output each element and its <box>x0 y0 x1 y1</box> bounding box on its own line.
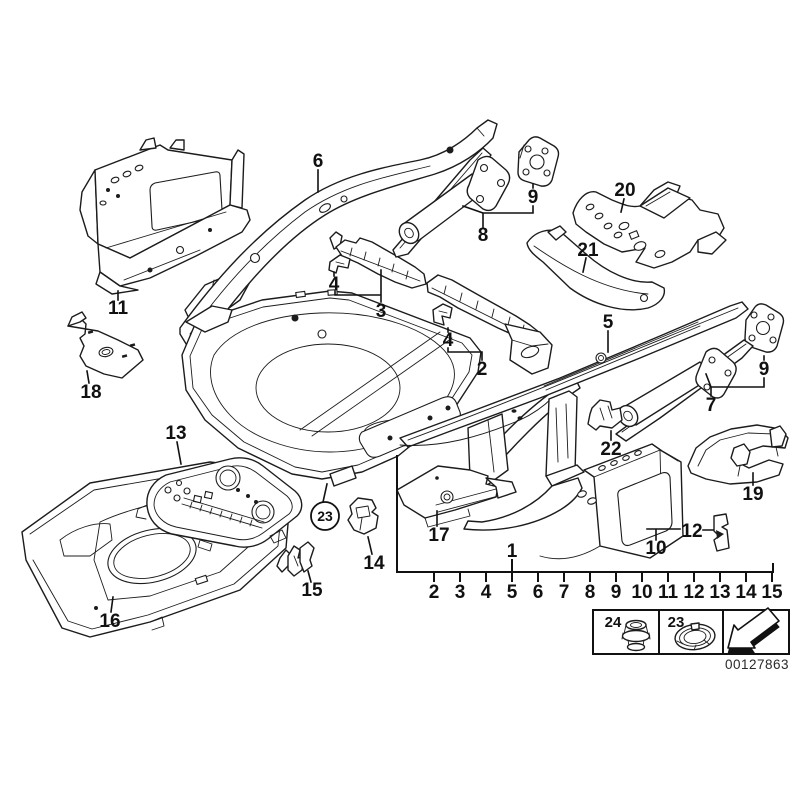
part-11-drawing <box>79 137 251 295</box>
strip-label-11: 11 <box>658 582 679 603</box>
grommet-icon <box>674 622 716 651</box>
part-9a-drawing <box>517 136 560 187</box>
strip-label-6: 6 <box>533 582 544 603</box>
strip-label-5: 5 <box>507 582 518 603</box>
strip-label-3: 3 <box>455 582 466 603</box>
strip-label-9: 9 <box>611 582 622 603</box>
part-9b-drawing <box>744 303 785 353</box>
part-15-drawing <box>276 541 315 577</box>
doc-number: 00127863 <box>725 657 789 672</box>
callout-23-circled: 23 <box>317 508 333 524</box>
callout-2: 2 <box>477 359 488 380</box>
callout-12: 12 <box>681 521 702 542</box>
part-8-drawing <box>392 147 511 258</box>
expanding-rivet-icon <box>621 619 651 652</box>
part-7-drawing <box>615 339 754 442</box>
callout-13: 13 <box>165 423 186 444</box>
back-arrow-icon <box>727 607 780 655</box>
strip-label-15: 15 <box>761 582 783 603</box>
strip-label-14: 14 <box>735 582 757 603</box>
callout-1: 1 <box>507 541 518 562</box>
callout-5: 5 <box>603 312 614 333</box>
part-12-drawing <box>713 513 730 552</box>
leader-lines <box>86 169 765 613</box>
fastener-legend <box>592 607 790 655</box>
callout-labels: 6 11 18 13 16 15 14 17 23 1 4 3 4 2 8 9 … <box>80 151 769 632</box>
part-4-clip-b-drawing <box>432 303 453 326</box>
callout-11: 11 <box>108 298 129 319</box>
strip-label-12: 12 <box>683 582 704 603</box>
part-5-drawing <box>399 301 749 448</box>
index-strip-labels: 2 3 4 5 6 7 8 9 10 11 12 13 14 15 <box>429 582 783 603</box>
callout-18: 18 <box>80 382 101 403</box>
part-2-drawing <box>426 274 553 375</box>
callout-8: 8 <box>478 225 489 246</box>
part-20-drawing <box>572 181 727 269</box>
strip-label-8: 8 <box>585 582 596 603</box>
callout-23-circle <box>310 501 340 531</box>
legend-label-24: 24 <box>605 614 622 631</box>
callout-9b: 9 <box>759 359 770 380</box>
part-21-drawing <box>526 225 666 311</box>
part-10-drawing <box>463 390 684 560</box>
callout-22: 22 <box>600 439 621 460</box>
callout-19: 19 <box>742 484 763 505</box>
callout-10: 10 <box>645 538 666 559</box>
strip-label-2: 2 <box>429 582 440 603</box>
part-14-drawing <box>347 497 379 535</box>
callout-21: 21 <box>577 240 599 261</box>
callout-6: 6 <box>313 151 324 172</box>
strip-label-4: 4 <box>481 582 492 603</box>
part-19-drawing <box>687 424 789 485</box>
strip-label-13: 13 <box>709 582 730 603</box>
callout-14: 14 <box>363 553 385 574</box>
strip-label-10: 10 <box>631 582 652 603</box>
part-1-drawing <box>181 289 482 487</box>
callout-4b: 4 <box>443 330 454 351</box>
callout-7: 7 <box>706 395 717 416</box>
callout-16: 16 <box>99 611 120 632</box>
callout-3: 3 <box>376 301 387 322</box>
part-13-drawing <box>135 457 303 552</box>
part-4-clip-a-drawing <box>328 254 351 274</box>
part-3-drawing <box>329 231 427 289</box>
legend-label-23: 23 <box>668 614 685 631</box>
index-strip <box>396 455 774 582</box>
part-17-drawing <box>396 465 517 528</box>
callout-9a: 9 <box>528 187 539 208</box>
callout-15: 15 <box>301 580 323 601</box>
strip-label-7: 7 <box>559 582 570 603</box>
part-22-drawing <box>587 399 623 431</box>
callout-17: 17 <box>428 525 449 546</box>
callout-4a: 4 <box>329 274 340 295</box>
part-18-drawing <box>67 311 144 379</box>
callout-20: 20 <box>614 180 635 201</box>
